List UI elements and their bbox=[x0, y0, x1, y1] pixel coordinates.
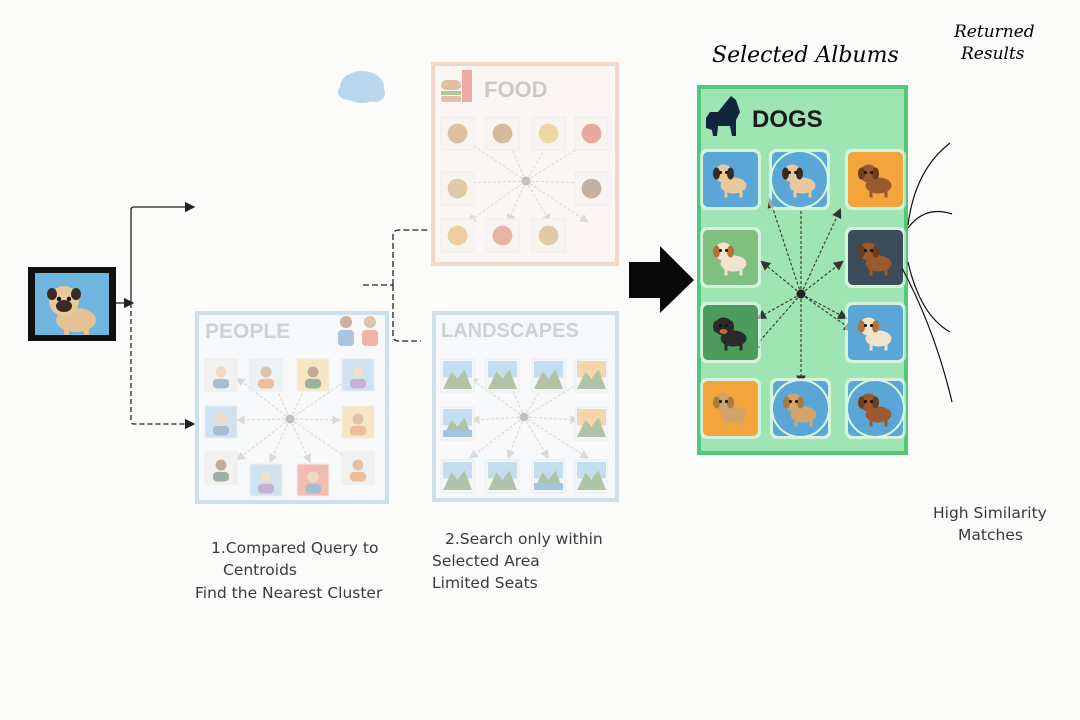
similarity-arrows bbox=[750, 192, 854, 386]
person-tile bbox=[341, 405, 375, 439]
centroid-dot bbox=[521, 176, 531, 186]
person-tile bbox=[204, 358, 238, 392]
dog-tile bbox=[769, 149, 830, 210]
selected-heading: Selected Albums bbox=[712, 43, 899, 68]
big-right-arrow-icon bbox=[629, 246, 694, 313]
dog-tile bbox=[845, 227, 906, 288]
cluster-bracket bbox=[363, 229, 430, 342]
high-line2: Matches bbox=[958, 526, 1023, 544]
landscapes-title: LANDSCAPES bbox=[441, 320, 579, 342]
person-tile bbox=[341, 358, 375, 392]
people-title: PEOPLE bbox=[205, 320, 290, 343]
person-tile bbox=[249, 358, 283, 392]
mountain-tile bbox=[574, 459, 609, 494]
person-tile bbox=[341, 451, 375, 485]
cluster-dogs: DOGS bbox=[697, 85, 908, 455]
step1-line2: Centroids bbox=[223, 561, 297, 579]
person-tile bbox=[296, 463, 330, 497]
mountain-tile bbox=[485, 358, 520, 393]
dog-tile bbox=[845, 378, 906, 439]
dog-tile bbox=[700, 378, 761, 439]
food-tile bbox=[485, 218, 520, 253]
centroid-dot bbox=[796, 289, 806, 299]
step2-line2: Selected Area bbox=[432, 552, 540, 570]
food-tile bbox=[574, 171, 609, 206]
food-tile bbox=[440, 218, 475, 253]
dog-tile bbox=[845, 302, 906, 363]
step2-line1: 2.Search only within bbox=[445, 530, 603, 548]
dog-silhouette-icon bbox=[706, 96, 740, 136]
sunset-tile bbox=[574, 406, 609, 441]
returned-result-curves bbox=[901, 142, 953, 403]
query-connectors bbox=[116, 201, 196, 430]
step2-line3: Limited Seats bbox=[432, 574, 538, 592]
similarity-arrows bbox=[463, 138, 590, 224]
person-tile bbox=[296, 358, 330, 392]
mountain-tile bbox=[440, 358, 475, 393]
centroid-dot bbox=[285, 414, 295, 424]
dogs-title: DOGS bbox=[752, 106, 823, 133]
high-line1: High Similarity bbox=[933, 504, 1047, 522]
step1-line3: Find the Nearest Cluster bbox=[195, 584, 383, 602]
dog-tile bbox=[700, 149, 761, 210]
cluster-people: PEOPLE bbox=[195, 311, 389, 504]
similarity-arrows bbox=[235, 376, 351, 463]
food-tile bbox=[440, 171, 475, 206]
food-tile bbox=[485, 116, 520, 151]
mountain-tile bbox=[485, 459, 520, 494]
centroid-dot bbox=[519, 412, 529, 422]
query-image bbox=[28, 267, 116, 341]
cloud-icon bbox=[338, 71, 385, 103]
food-tile bbox=[440, 116, 475, 151]
food-tile bbox=[531, 116, 566, 151]
food-tile bbox=[574, 116, 609, 151]
mountain-tile bbox=[440, 459, 475, 494]
food-title: FOOD bbox=[484, 77, 548, 102]
returned-heading-1: Returned bbox=[953, 22, 1035, 42]
cluster-landscapes: LANDSCAPES bbox=[432, 311, 619, 502]
pug-icon bbox=[47, 286, 96, 335]
family-icon bbox=[338, 316, 378, 346]
dog-tile bbox=[700, 227, 761, 288]
dog-tile bbox=[770, 378, 831, 439]
sunset-tile bbox=[574, 358, 609, 393]
lake-tile bbox=[531, 459, 566, 494]
dog-tile bbox=[845, 149, 906, 210]
food-tile bbox=[531, 218, 566, 253]
cluster-food: FOOD bbox=[431, 62, 619, 266]
mountain-tile bbox=[531, 358, 566, 393]
person-tile bbox=[204, 405, 238, 439]
returned-heading-2: Results bbox=[960, 44, 1025, 64]
person-tile bbox=[249, 463, 283, 497]
step1-line1: 1.Compared Query to bbox=[211, 539, 379, 557]
lake-tile bbox=[440, 406, 475, 441]
food-icon bbox=[441, 70, 472, 102]
person-tile bbox=[204, 451, 238, 485]
dog-tile bbox=[700, 302, 761, 363]
